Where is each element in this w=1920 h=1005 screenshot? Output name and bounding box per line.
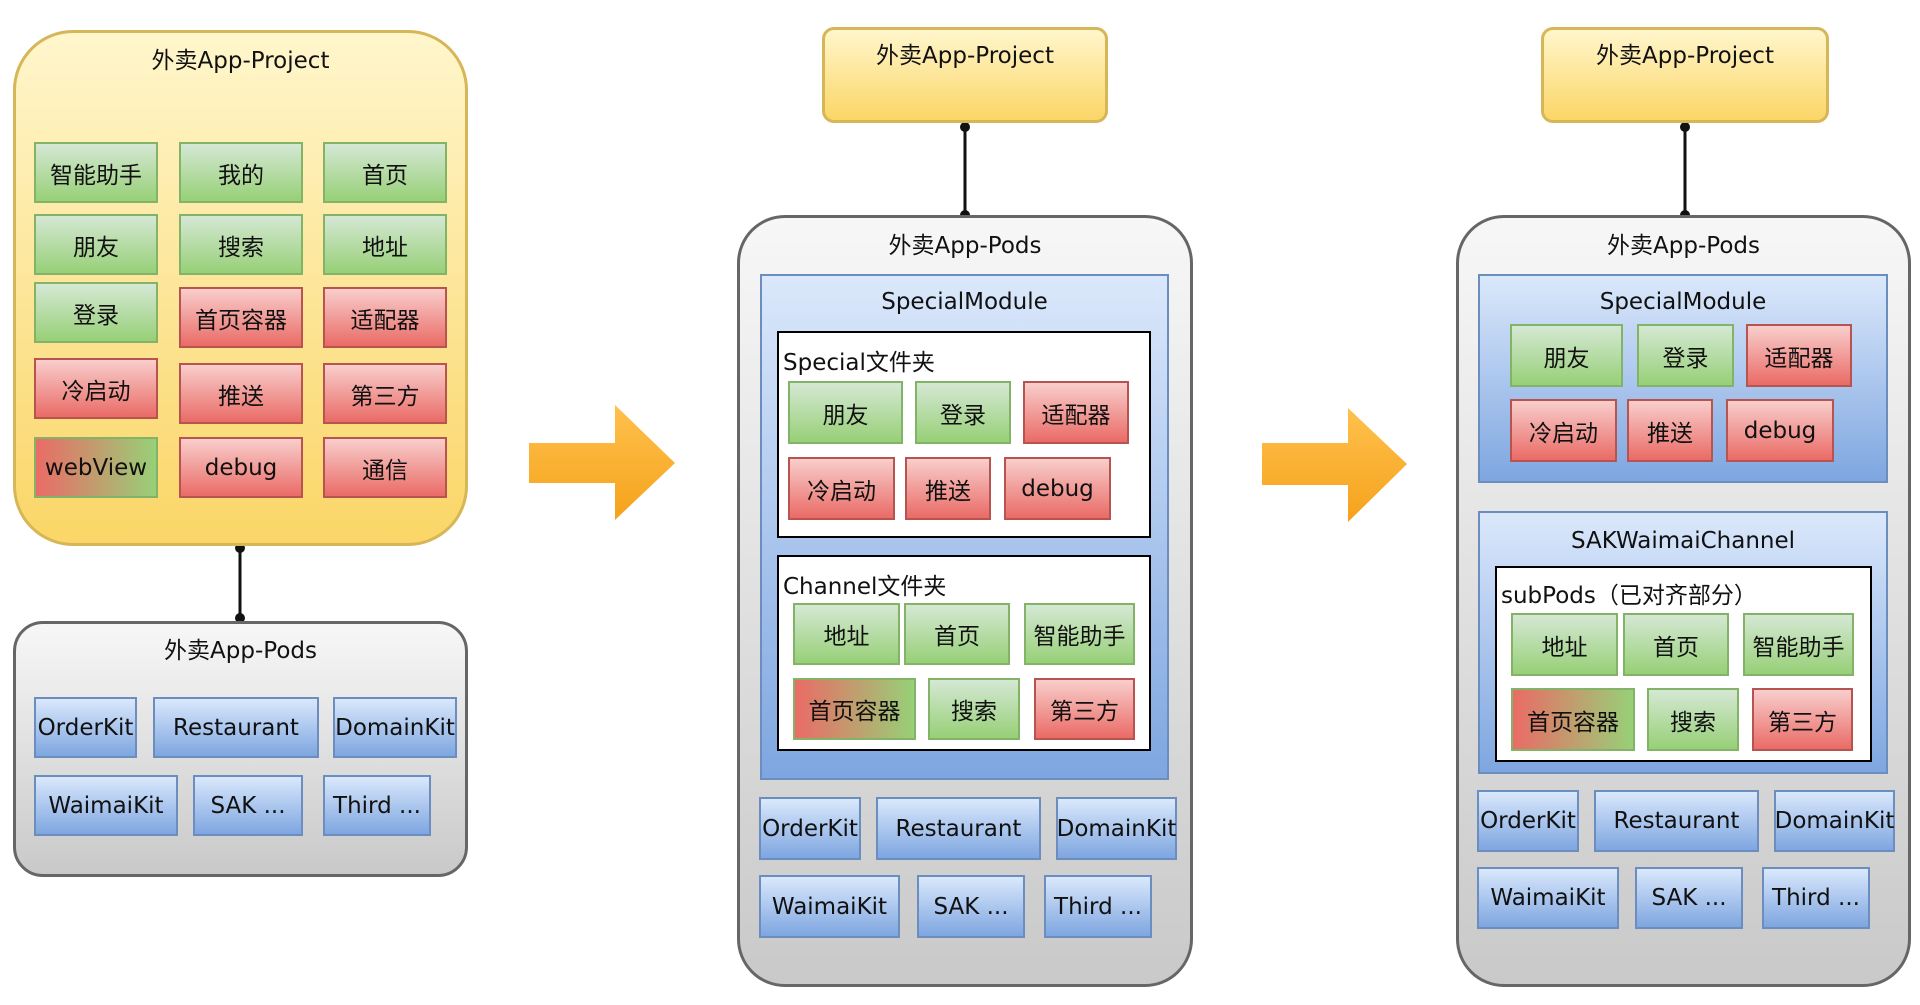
module-cold-start: 冷启动 (34, 358, 158, 419)
kit-sak: SAK ... (917, 875, 1025, 938)
module-address: 地址 (323, 214, 447, 275)
module-third-party: 第三方 (1752, 688, 1853, 751)
pods-title: 外卖App-Pods (1607, 233, 1760, 259)
kit-sak: SAK ... (1635, 867, 1743, 929)
module-friends: 朋友 (1510, 324, 1623, 387)
kit-domainkit: DomainKit (1774, 790, 1895, 852)
module-push: 推送 (905, 457, 991, 520)
module-third-party: 第三方 (1034, 678, 1135, 740)
connector-project-to-pods-3 (1680, 122, 1690, 220)
module-cold-start: 冷启动 (1510, 399, 1617, 462)
module-home-container: 首页容器 (793, 678, 916, 740)
pods-title: 外卖App-Pods (888, 233, 1042, 259)
module-comm: 通信 (323, 437, 447, 498)
project-title: 外卖App-Project (876, 43, 1054, 69)
module-friends: 朋友 (34, 214, 158, 275)
module-adapter: 适配器 (1746, 324, 1852, 387)
kit-restaurant: Restaurant (153, 697, 319, 758)
connector-project-to-pods-1 (235, 543, 245, 623)
module-login: 登录 (915, 381, 1011, 444)
module-login: 登录 (1637, 324, 1734, 387)
module-search: 搜索 (1647, 688, 1739, 751)
project-title: 外卖App-Project (1596, 43, 1774, 69)
pods-title: 外卖App-Pods (164, 638, 317, 664)
module-home: 首页 (323, 142, 447, 203)
kit-third: Third ... (1762, 867, 1870, 929)
kit-third: Third ... (1044, 875, 1152, 938)
module-home: 首页 (1623, 613, 1729, 676)
channel-folder-label: Channel文件夹 (783, 574, 947, 600)
module-assistant: 智能助手 (1743, 613, 1854, 676)
module-cold-start: 冷启动 (788, 457, 895, 520)
module-adapter: 适配器 (1023, 381, 1129, 444)
module-assistant: 智能助手 (1024, 603, 1135, 665)
special-module-title: SpecialModule (1599, 289, 1767, 315)
kit-waimaikit: WaimaiKit (1477, 867, 1619, 929)
subpods-label: subPods（已对齐部分） (1501, 583, 1757, 609)
kit-domainkit: DomainKit (1056, 797, 1177, 860)
module-address: 地址 (793, 603, 900, 665)
module-login: 登录 (34, 282, 158, 343)
module-webview: webView (34, 437, 158, 498)
special-module-title: SpecialModule (881, 289, 1048, 315)
kit-waimaikit: WaimaiKit (759, 875, 900, 938)
kit-sak: SAK ... (193, 775, 303, 836)
kit-restaurant: Restaurant (1594, 790, 1759, 852)
module-assistant: 智能助手 (34, 142, 158, 203)
module-home-container: 首页容器 (1511, 688, 1635, 751)
module-adapter: 适配器 (323, 287, 447, 348)
kit-third: Third ... (323, 775, 431, 836)
module-push: 推送 (179, 363, 303, 424)
module-push: 推送 (1627, 399, 1713, 462)
arrow-right-icon (1262, 408, 1407, 522)
kit-waimaikit: WaimaiKit (34, 775, 178, 836)
arrow-right-icon (529, 405, 675, 520)
module-home-container: 首页容器 (179, 287, 303, 348)
special-folder-label: Special文件夹 (783, 350, 935, 376)
module-third-party: 第三方 (323, 363, 447, 424)
module-search: 搜索 (928, 678, 1020, 740)
project-box-3: 外卖App-Project (1541, 27, 1829, 123)
module-friends: 朋友 (788, 381, 903, 444)
module-debug: debug (1726, 399, 1834, 462)
kit-orderkit: OrderKit (759, 797, 861, 860)
project-box-2: 外卖App-Project (822, 27, 1108, 123)
kit-orderkit: OrderKit (1477, 790, 1579, 852)
channel-module-title: SAKWaimaiChannel (1570, 528, 1796, 554)
project-title: 外卖App-Project (151, 48, 330, 74)
connector-project-to-pods-2 (960, 122, 970, 220)
module-debug: debug (179, 437, 303, 498)
module-debug: debug (1004, 457, 1111, 520)
kit-domainkit: DomainKit (333, 697, 457, 758)
module-address: 地址 (1511, 613, 1618, 676)
module-home: 首页 (904, 603, 1010, 665)
module-mine: 我的 (179, 142, 303, 203)
kit-orderkit: OrderKit (34, 697, 137, 758)
kit-restaurant: Restaurant (876, 797, 1041, 860)
module-search: 搜索 (179, 214, 303, 275)
